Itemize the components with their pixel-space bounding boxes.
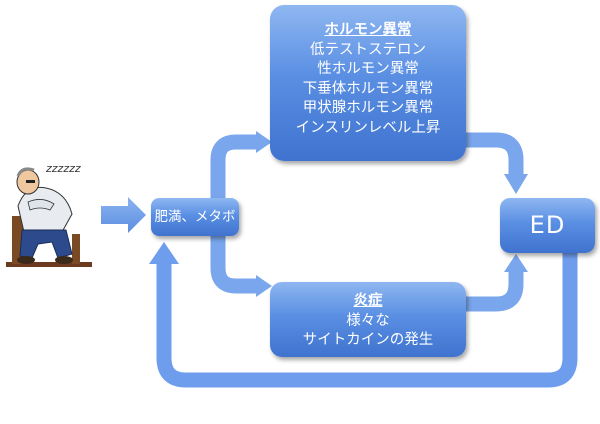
- obesity-metabolic-box: 肥満、メタボ: [151, 198, 239, 236]
- arrow-hormone-to-ed: [466, 132, 524, 176]
- inflammation-item: サイトカインの発生: [302, 332, 434, 348]
- arrow-feedback-loop: [156, 253, 578, 388]
- hormone-item: 低テストステロン: [310, 41, 426, 58]
- arrow-obesity-to-hormone: [210, 134, 258, 198]
- inflammation-box: 炎症 様々な サイトカインの発生: [270, 282, 466, 357]
- arrow-obesity-to-inflammation: [210, 236, 258, 294]
- hormone-item: 下垂体ホルモン異常: [302, 80, 434, 97]
- hormone-item: インスリンレベル上昇: [295, 119, 441, 136]
- inflammation-title: 炎症: [353, 293, 383, 309]
- obesity-label: 肥満、メタボ: [154, 209, 236, 225]
- hormone-abnormality-box: ホルモン異常 低テストステロン 性ホルモン異常 下垂体ホルモン異常 甲状腺ホルモ…: [270, 5, 466, 161]
- hormone-item: 性ホルモン異常: [317, 61, 419, 77]
- arrow-illustration-to-obesity: [101, 197, 146, 233]
- hormone-item: 甲状腺ホルモン異常: [302, 100, 434, 116]
- inflammation-item: 様々な: [346, 312, 390, 329]
- ed-label: ED: [529, 211, 566, 239]
- sleeping-man-illustration: zzzzzz: [2, 158, 96, 278]
- hormone-title: ホルモン異常: [324, 22, 412, 38]
- ed-box: ED: [500, 198, 595, 253]
- snore-text: zzzzzz: [45, 162, 81, 175]
- arrow-inflammation-to-ed: [466, 270, 524, 312]
